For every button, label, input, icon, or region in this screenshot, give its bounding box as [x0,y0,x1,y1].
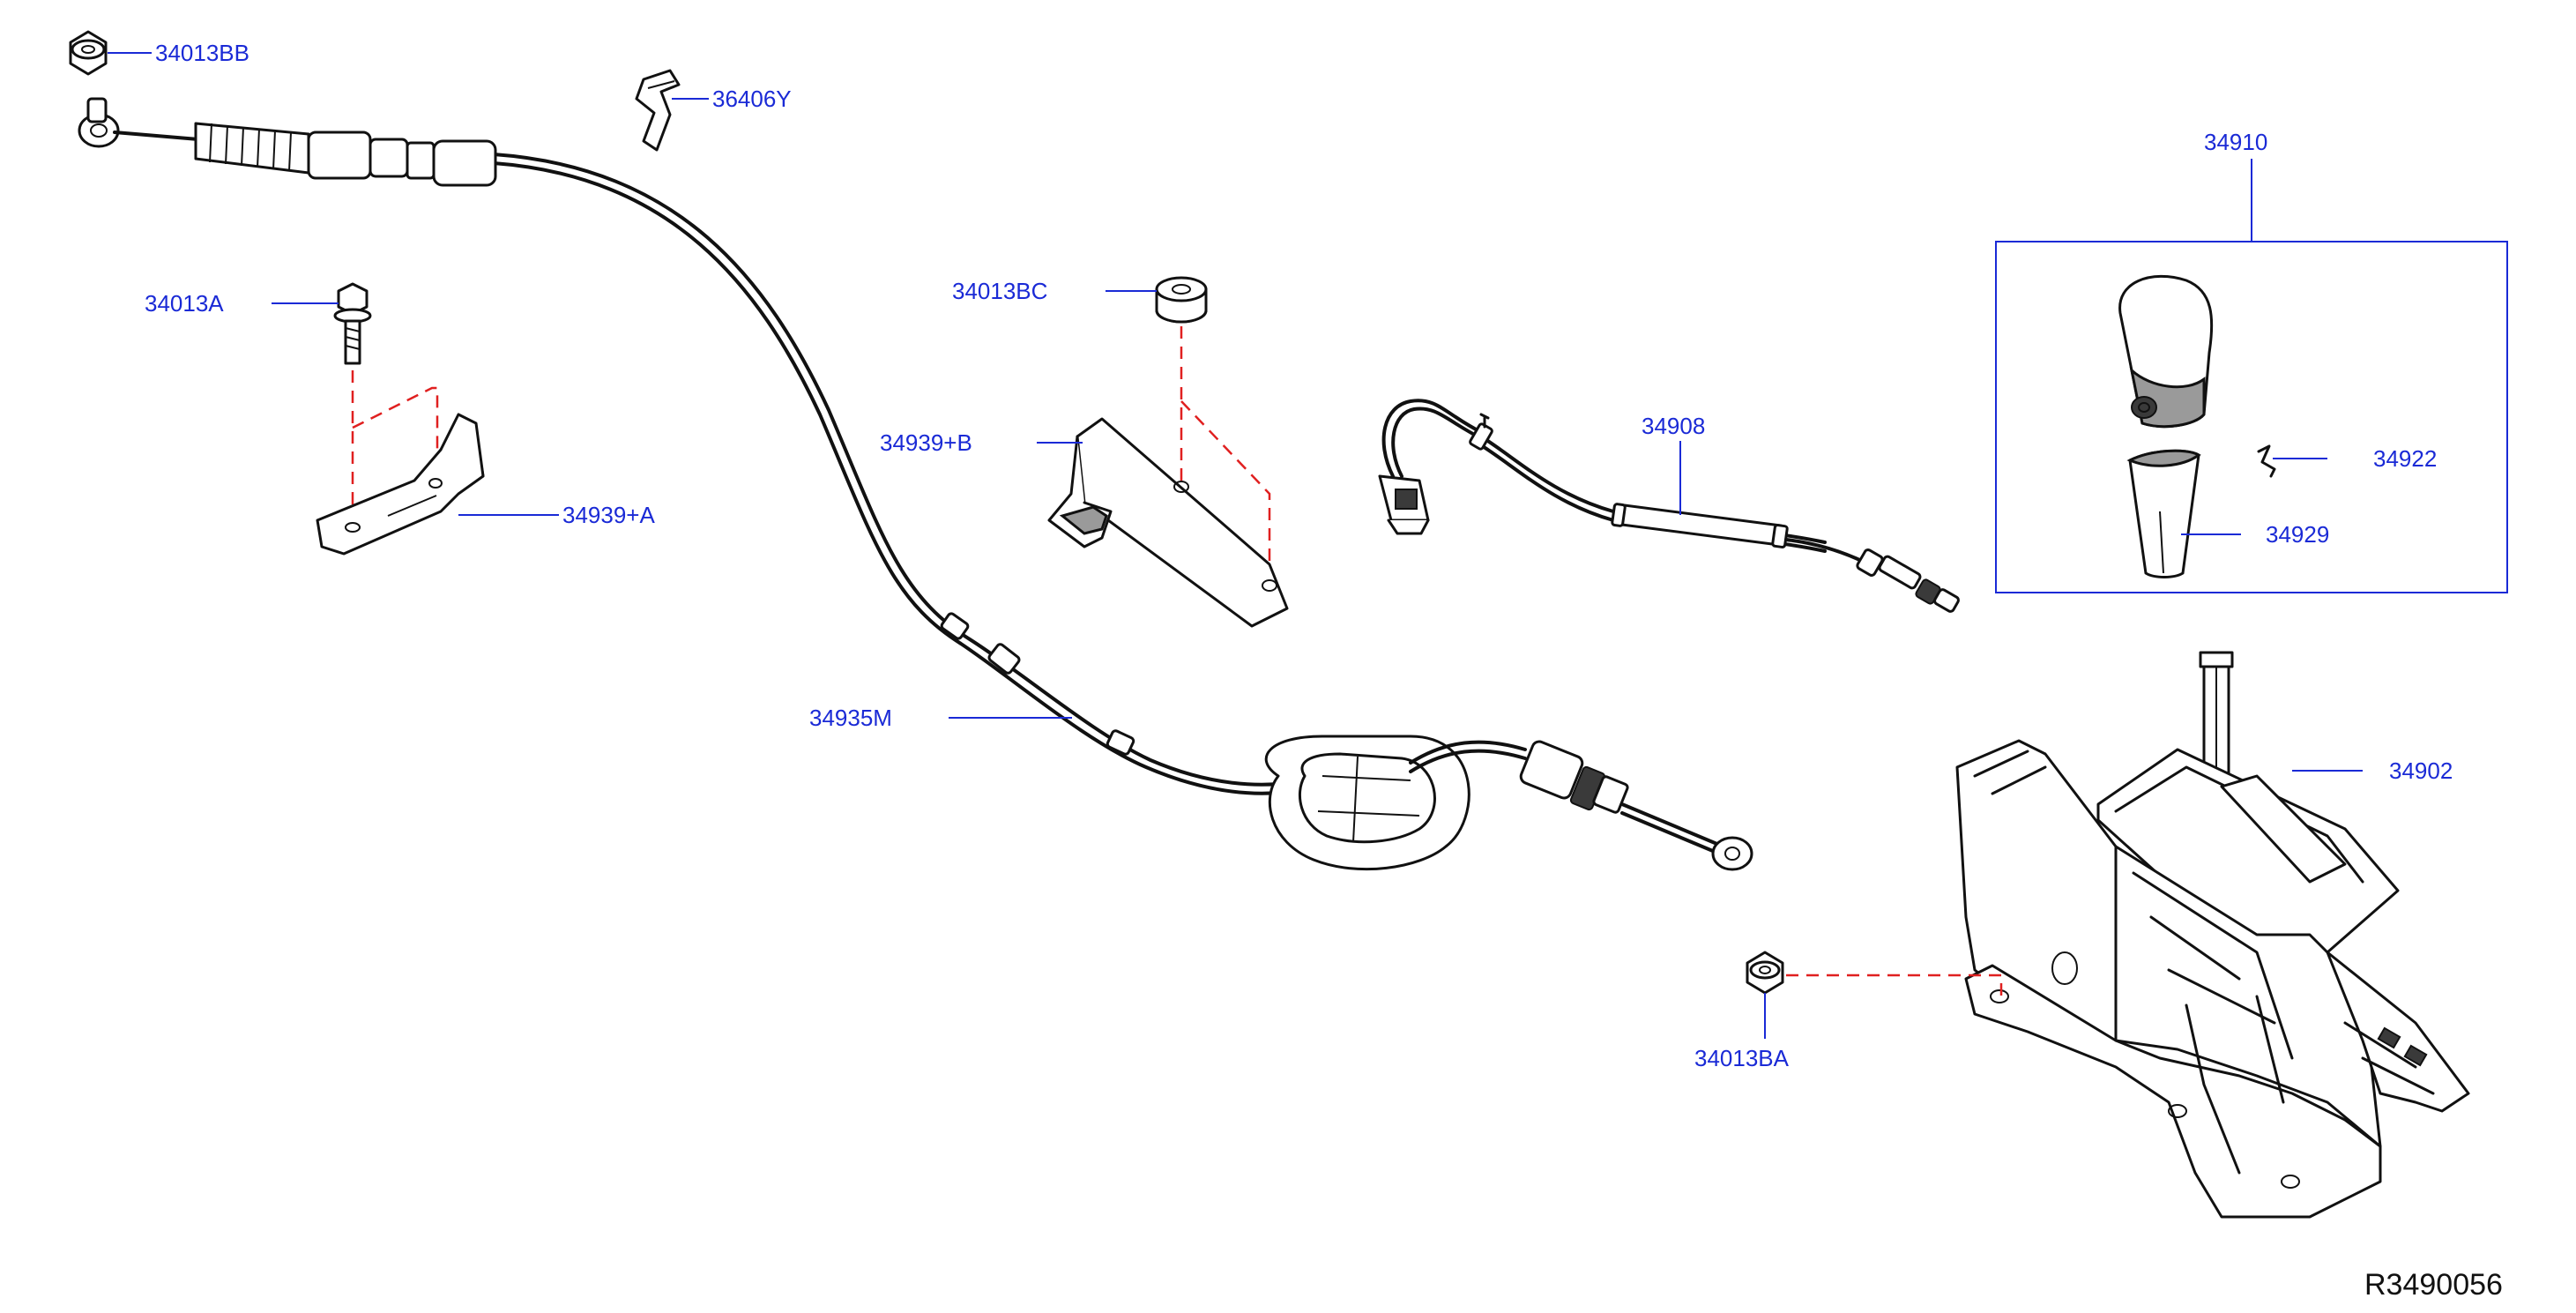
label-34910: 34910 [2204,129,2267,155]
label-34013bc: 34013BC [952,278,1047,304]
label-34939a: 34939+A [562,502,655,528]
control-cable-34935m [78,97,1753,871]
part-labels: 34013BB 36406Y 34013A 34939+A 34013BC 34… [145,40,2453,1071]
boot-34929 [2126,449,2201,578]
label-34013ba: 34013BA [1694,1045,1790,1071]
spring-34922 [2257,444,2276,478]
shifter-device-34902 [1955,651,2470,1219]
leader-lines [108,52,2363,1039]
bracket-34939b [1047,326,1289,628]
nut-34013bb [69,30,108,76]
label-34013a: 34013A [145,290,224,317]
bolt-34013a [333,282,372,365]
knob-assembly-box [1995,241,2508,593]
label-34013bb: 34013BB [155,40,249,66]
label-34929: 34929 [2266,521,2329,548]
label-34935m: 34935M [809,705,892,731]
label-34939b: 34939+B [880,429,972,456]
label-34922: 34922 [2373,445,2437,472]
nut-34013ba [1746,951,2003,996]
label-36406y: 36406Y [712,86,792,112]
harness-34908 [1378,399,1960,613]
grommet-34013bc [1155,276,1208,324]
label-34908: 34908 [1642,413,1705,439]
diagram-reference-code: R3490056 [2364,1268,2503,1302]
shift-knob [2118,274,2214,429]
label-34902: 34902 [2389,757,2453,784]
bracket-34939a [316,370,485,556]
knob-assembly-34910 [1995,159,2508,593]
clip-36406y [635,69,681,152]
